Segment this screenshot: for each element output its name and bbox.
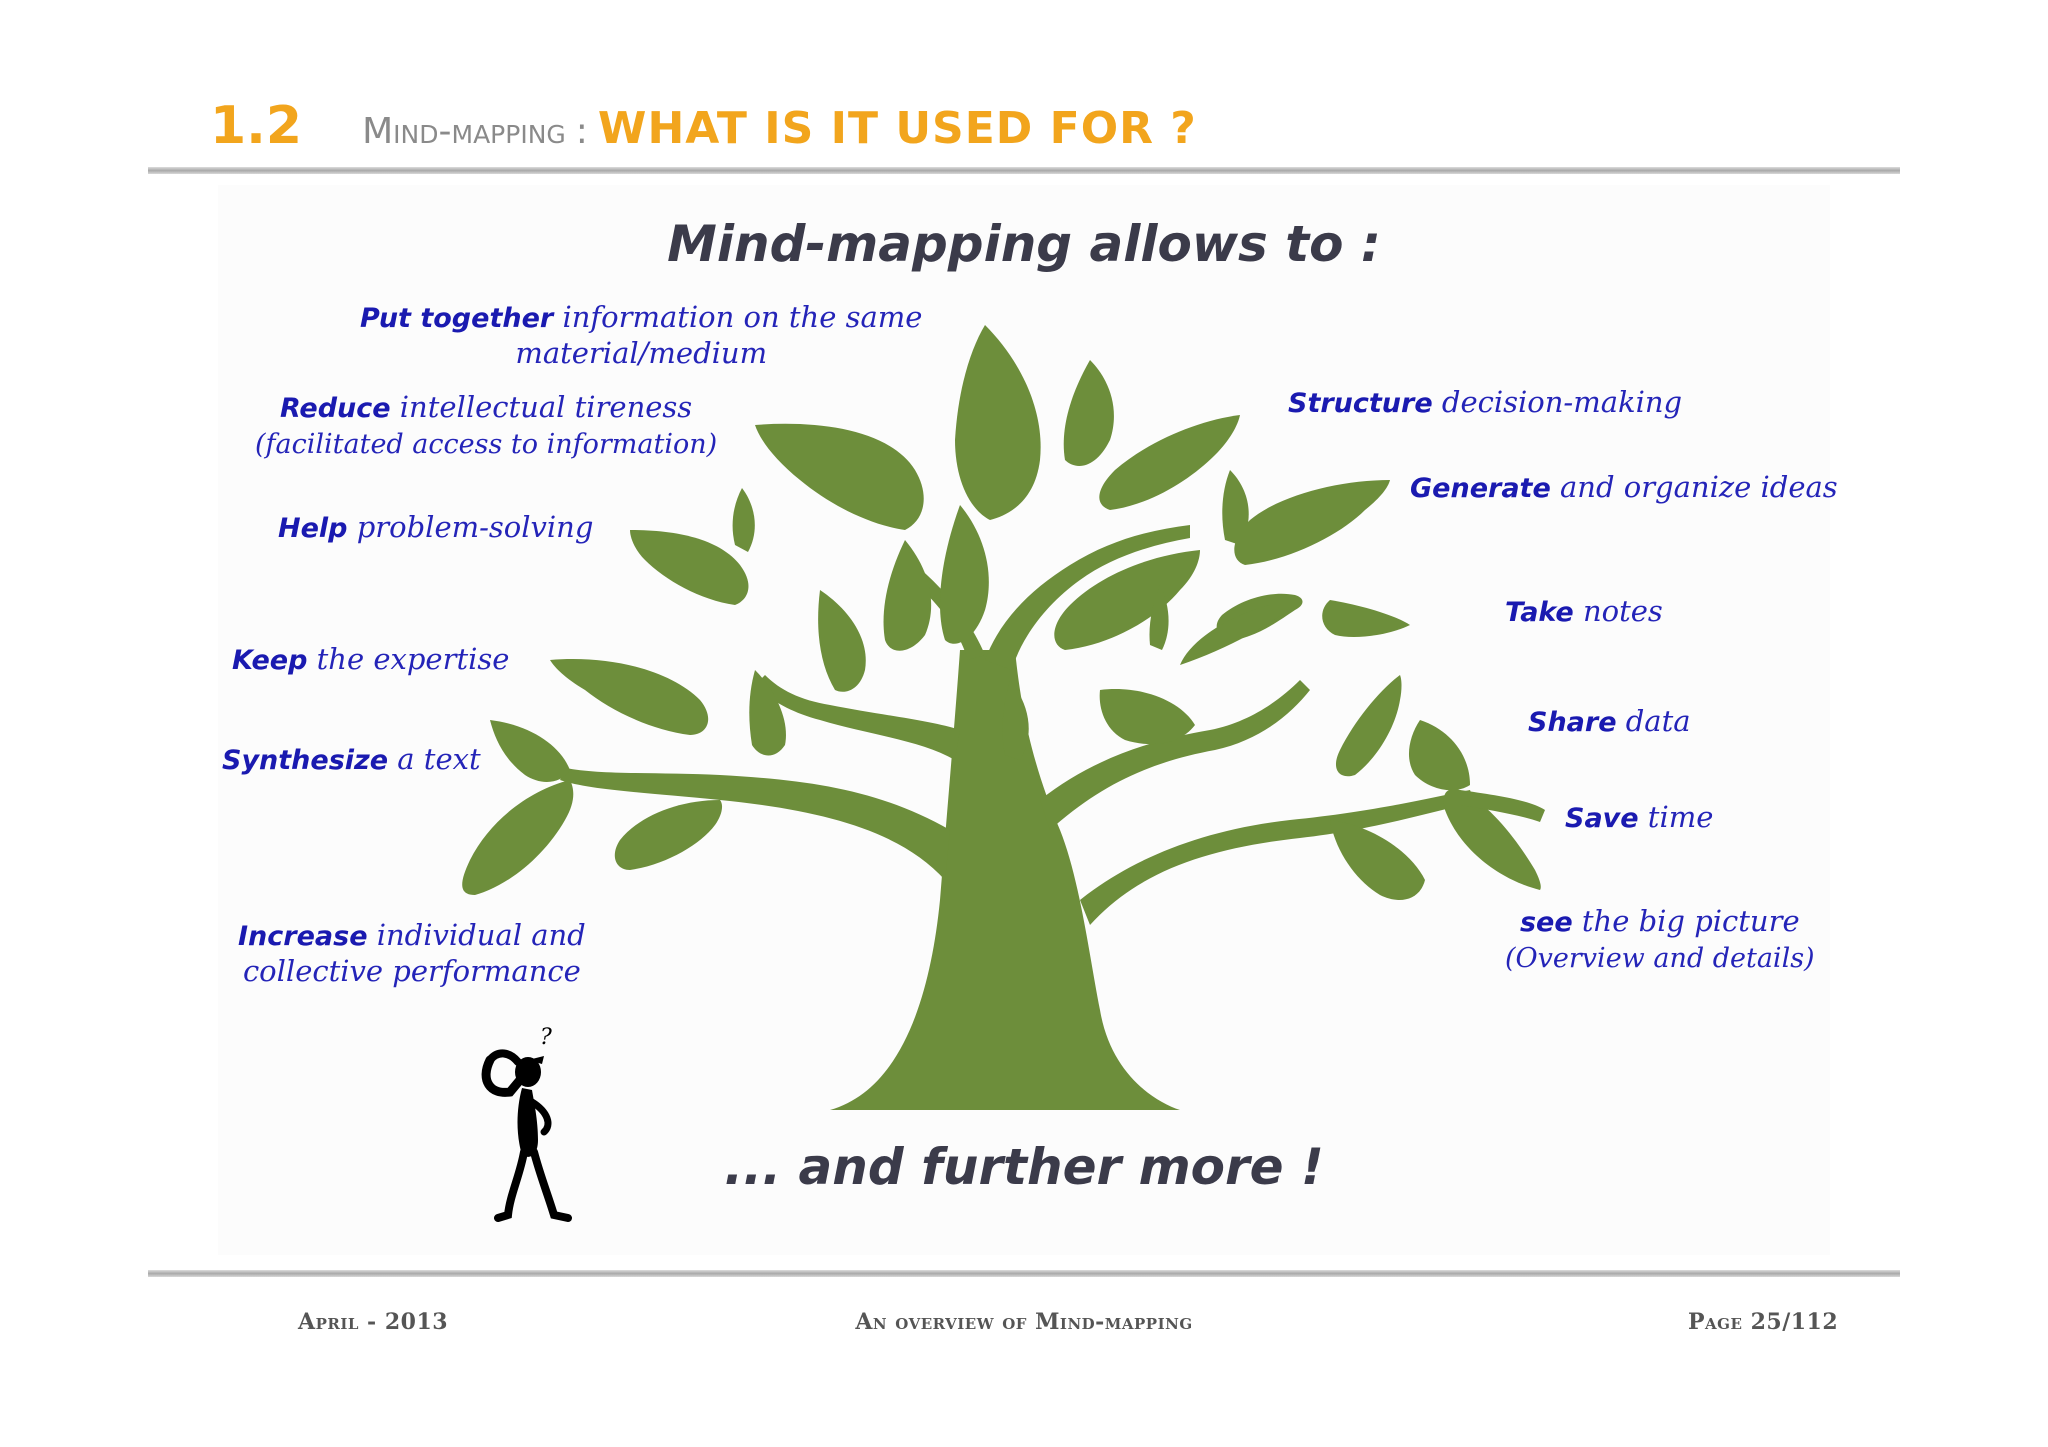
- leaf: [749, 670, 786, 756]
- leaf: [1180, 605, 1295, 665]
- leaf: [1330, 820, 1425, 900]
- leaf: [614, 800, 723, 870]
- leaf: [1099, 689, 1195, 745]
- benefit-keep: Keep the expertise: [232, 642, 510, 676]
- benefit-put-together: Put together information on the same mat…: [360, 300, 923, 370]
- benefit-help: Help problem-solving: [278, 510, 594, 544]
- benefit-see: see the big picture (Overview and detail…: [1505, 904, 1815, 974]
- benefit-increase: Increase individual and collective perfo…: [238, 918, 586, 988]
- benefit-save: Save time: [1565, 800, 1714, 834]
- leaf: [1460, 790, 1545, 822]
- leaf: [755, 423, 924, 530]
- slide-header: 1.2 Mind-mapping : WHAT IS IT USED FOR ?: [210, 96, 1197, 156]
- slide-headline: Mind-mapping allows to :: [667, 215, 1381, 273]
- leaf: [818, 590, 866, 692]
- tree-branch: [985, 525, 1190, 670]
- leaf: [1222, 470, 1249, 545]
- footer-title: An overview of Mind-mapping: [855, 1309, 1193, 1335]
- footer-page-number: Page 25/112: [1688, 1309, 1839, 1335]
- leaf: [1443, 789, 1541, 890]
- tree-trunk: [830, 650, 1180, 1110]
- leaf: [1002, 680, 1029, 760]
- benefit-synthesize: Synthesize a text: [222, 742, 481, 776]
- benefit-take: Take notes: [1505, 594, 1663, 628]
- leaf: [955, 325, 1041, 520]
- header-divider: [148, 167, 1900, 174]
- footer-divider: [148, 1270, 1900, 1277]
- footer-date: April - 2013: [298, 1309, 449, 1335]
- benefit-reduce: Reduce intellectual tireness (facilitate…: [255, 390, 718, 460]
- tree-branch: [560, 768, 950, 880]
- leaf: [550, 659, 709, 735]
- section-number: 1.2: [210, 96, 303, 156]
- leaf: [1099, 415, 1240, 510]
- tree-branch: [1080, 790, 1475, 925]
- tree-branch: [755, 675, 960, 760]
- section-title: WHAT IS IT USED FOR ?: [597, 103, 1197, 154]
- leaf: [490, 720, 570, 782]
- leaf: [732, 488, 755, 552]
- thinking-man-icon: ?: [481, 1025, 572, 1222]
- leaf: [462, 780, 574, 895]
- benefit-share: Share data: [1528, 704, 1691, 738]
- leaf: [630, 530, 749, 605]
- svg-text:?: ?: [540, 1025, 552, 1050]
- leaf: [940, 505, 989, 644]
- leaf: [883, 540, 932, 651]
- leaf: [1408, 720, 1470, 791]
- leaf: [1234, 480, 1390, 565]
- benefit-structure: Structure decision-making: [1288, 385, 1683, 419]
- section-prefix: Mind-mapping: [362, 111, 566, 152]
- leaf: [1054, 550, 1200, 650]
- closing-text: ... and further more !: [724, 1138, 1324, 1196]
- leaf: [1322, 600, 1410, 637]
- tree-branch: [1040, 680, 1310, 830]
- leaf: [1063, 360, 1114, 466]
- leaf: [1335, 675, 1402, 777]
- benefit-generate: Generate and organize ideas: [1410, 470, 1838, 504]
- leaf: [1149, 585, 1169, 650]
- section-separator: :: [575, 111, 588, 152]
